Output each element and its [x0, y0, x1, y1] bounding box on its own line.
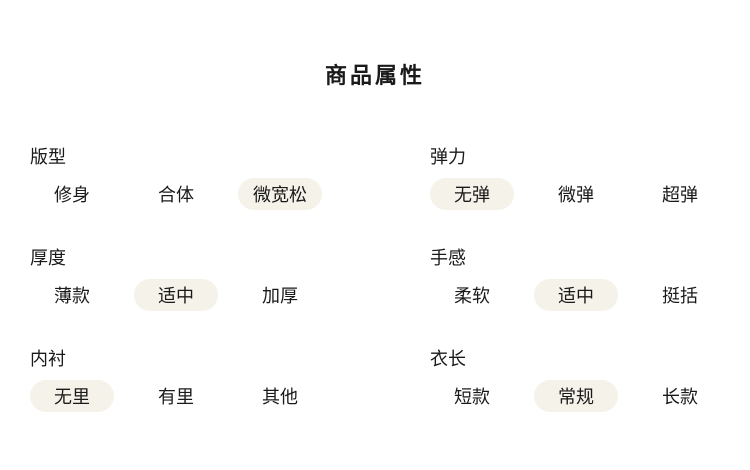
attribute-option[interactable]: 有里: [158, 387, 194, 407]
attribute-group-label: 衣长: [430, 349, 466, 369]
attribute-options-row: 修身 合体 微宽松: [30, 178, 370, 210]
attribute-option[interactable]: 适中: [534, 279, 618, 311]
attribute-options-row: 无弹 微弹 超弹: [430, 178, 750, 210]
attribute-option[interactable]: 其他: [262, 387, 298, 407]
attribute-options-row: 无里 有里 其他: [30, 380, 370, 412]
attribute-group-label: 手感: [430, 248, 466, 268]
attribute-group-label: 版型: [30, 147, 66, 167]
attribute-option[interactable]: 短款: [454, 387, 490, 407]
attribute-option[interactable]: 超弹: [662, 185, 698, 205]
attribute-options-row: 薄款 适中 加厚: [30, 279, 370, 311]
attribute-option[interactable]: 微弹: [558, 185, 594, 205]
attribute-option[interactable]: 合体: [158, 185, 194, 205]
attribute-option[interactable]: 常规: [534, 380, 618, 412]
attribute-option[interactable]: 适中: [134, 279, 218, 311]
attribute-option[interactable]: 挺括: [662, 286, 698, 306]
attribute-group-label: 弹力: [430, 147, 466, 167]
attribute-group-length: 衣长 短款 常规 长款: [430, 347, 750, 412]
attribute-option[interactable]: 柔软: [454, 286, 490, 306]
attribute-options-row: 短款 常规 长款: [430, 380, 750, 412]
attribute-group-feel: 手感 柔软 适中 挺括: [430, 246, 750, 311]
attribute-option[interactable]: 无弹: [430, 178, 514, 210]
attribute-option[interactable]: 长款: [662, 387, 698, 407]
attribute-option[interactable]: 微宽松: [238, 178, 322, 210]
attribute-option[interactable]: 薄款: [54, 286, 90, 306]
attribute-option[interactable]: 无里: [30, 380, 114, 412]
attribute-option[interactable]: 加厚: [262, 286, 298, 306]
attribute-group-label: 内衬: [30, 349, 66, 369]
attribute-group-thickness: 厚度 薄款 适中 加厚: [30, 246, 370, 311]
page-title: 商品属性: [324, 63, 425, 88]
attribute-group-lining: 内衬 无里 有里 其他: [30, 347, 370, 412]
attribute-group-fit: 版型 修身 合体 微宽松: [30, 145, 370, 210]
attribute-group-elasticity: 弹力 无弹 微弹 超弹: [430, 145, 750, 210]
attribute-groups: 版型 修身 合体 微宽松 弹力 无弹 微弹 超弹 厚度 薄款 适中 加厚: [0, 145, 750, 412]
attribute-options-row: 柔软 适中 挺括: [430, 279, 750, 311]
attribute-option[interactable]: 修身: [54, 185, 90, 205]
attribute-group-label: 厚度: [30, 248, 66, 268]
